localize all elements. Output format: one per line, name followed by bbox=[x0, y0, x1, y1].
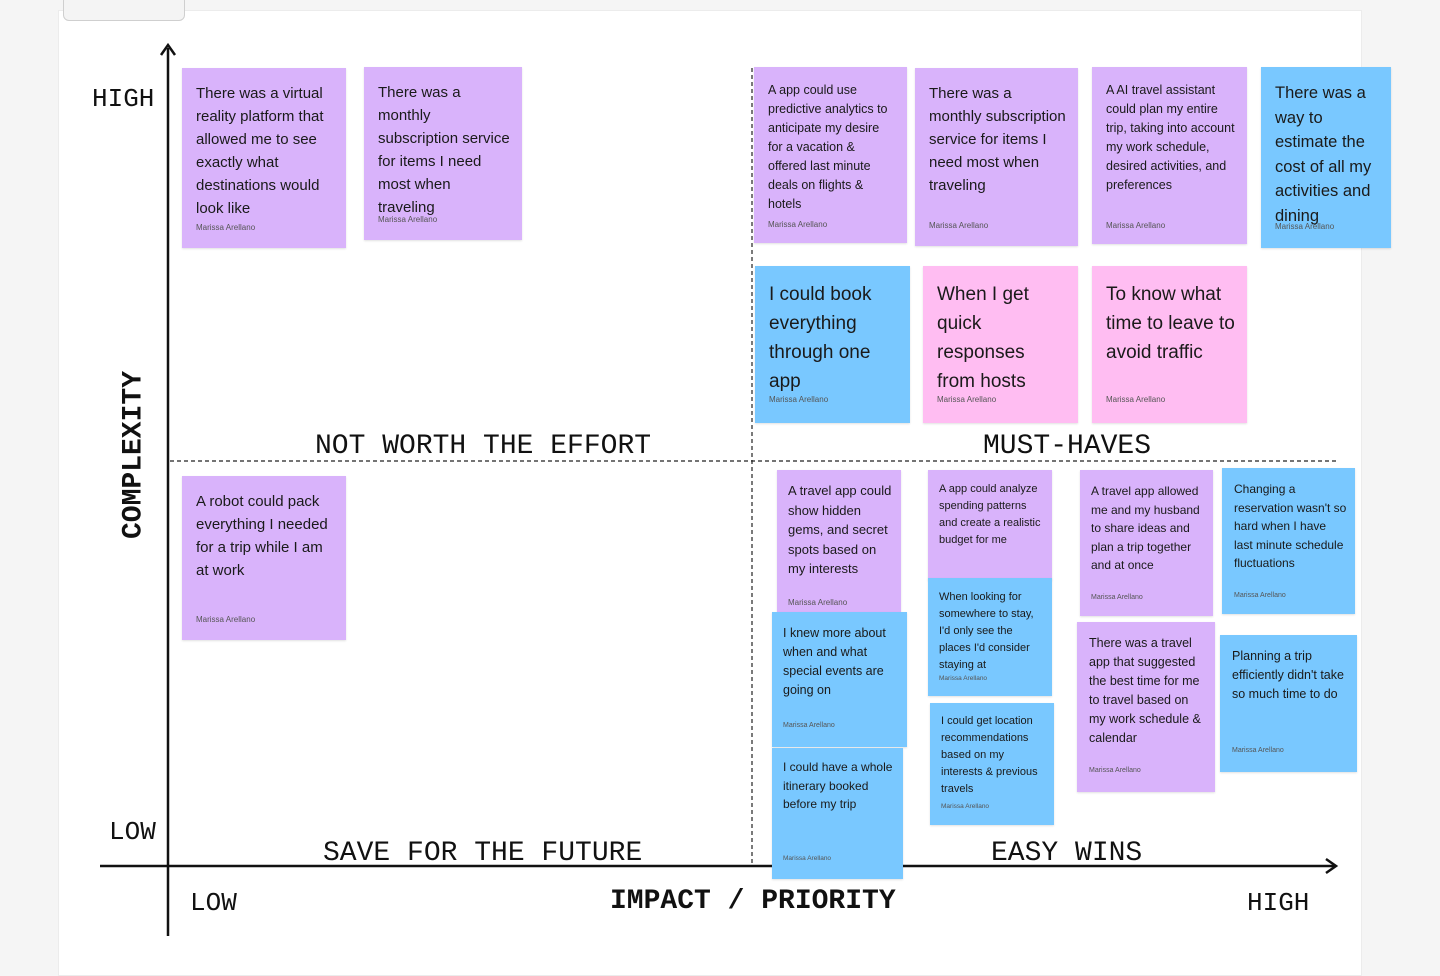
sticky-note[interactable]: A AI travel assistant could plan my enti… bbox=[1092, 67, 1247, 244]
sticky-note[interactable]: I could book everything through one app … bbox=[755, 266, 910, 423]
sticky-note[interactable]: There was a way to estimate the cost of … bbox=[1261, 67, 1391, 248]
sticky-note[interactable]: A travel app allowed me and my husband t… bbox=[1080, 470, 1213, 616]
sticky-note[interactable]: When I get quick responses from hosts Ma… bbox=[923, 266, 1078, 423]
x-high-label: HIGH bbox=[1247, 888, 1310, 918]
x-axis-title: IMPACT / PRIORITY bbox=[610, 886, 896, 917]
sticky-note[interactable]: I could get location recommendations bas… bbox=[930, 703, 1054, 825]
sticky-note[interactable]: Planning a trip efficiently didn't take … bbox=[1220, 635, 1357, 772]
quadrant-label-top-right: MUST-HAVES bbox=[983, 431, 1152, 462]
sticky-note[interactable]: A app could analyze spending patterns an… bbox=[928, 470, 1052, 580]
sticky-note[interactable]: A travel app could show hidden gems, and… bbox=[777, 470, 901, 616]
sticky-note[interactable]: I could have a whole itinerary booked be… bbox=[772, 748, 903, 879]
sticky-note[interactable]: There was a virtual reality platform tha… bbox=[182, 68, 346, 248]
x-low-label: LOW bbox=[190, 888, 237, 918]
quadrant-label-bottom-left: SAVE FOR THE FUTURE bbox=[323, 838, 643, 869]
y-high-label: HIGH bbox=[92, 84, 155, 114]
sticky-note[interactable]: I knew more about when and what special … bbox=[772, 612, 907, 747]
sticky-note[interactable]: To know what time to leave to avoid traf… bbox=[1092, 266, 1247, 423]
toolbar-tab[interactable] bbox=[63, 0, 185, 21]
sticky-note[interactable]: There was a monthly subscription service… bbox=[364, 67, 522, 240]
quadrant-label-top-left: NOT WORTH THE EFFORT bbox=[315, 431, 652, 462]
sticky-note[interactable]: When looking for somewhere to stay, I'd … bbox=[928, 578, 1052, 696]
sticky-note[interactable]: There was a monthly subscription service… bbox=[915, 68, 1078, 246]
sticky-note[interactable]: A robot could pack everything I needed f… bbox=[182, 476, 346, 640]
y-low-label: LOW bbox=[109, 817, 156, 847]
quadrant-label-bottom-right: EASY WINS bbox=[991, 838, 1143, 869]
sticky-note[interactable]: There was a travel app that suggested th… bbox=[1077, 622, 1215, 792]
sticky-note[interactable]: A app could use predictive analytics to … bbox=[754, 67, 907, 243]
y-axis-title: COMPLEXITY bbox=[118, 370, 150, 540]
x-axis-arrowhead bbox=[1325, 857, 1339, 875]
y-axis-arrowhead bbox=[159, 42, 177, 56]
sticky-note[interactable]: Changing a reservation wasn't so hard wh… bbox=[1222, 468, 1355, 614]
